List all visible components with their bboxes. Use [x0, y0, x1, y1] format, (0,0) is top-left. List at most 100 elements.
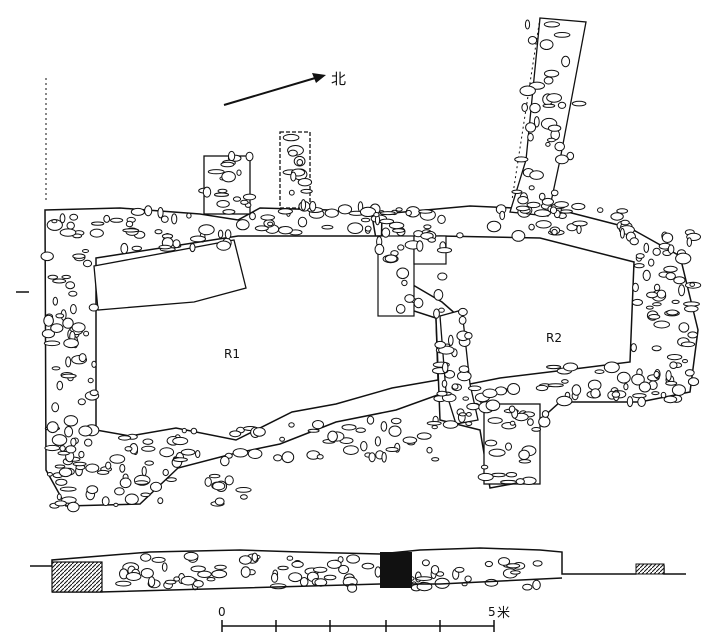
rubble-stone — [687, 331, 699, 339]
rubble-stone — [535, 220, 552, 229]
rubble-stone — [70, 437, 77, 447]
rubble-stone — [64, 426, 74, 438]
rubble-stone — [506, 563, 521, 569]
rubble-stone — [413, 297, 424, 309]
rubble-stone — [55, 313, 65, 319]
rubble-stone — [212, 481, 226, 491]
rubble-stone — [77, 398, 86, 406]
rubble-stone — [278, 226, 293, 235]
rubble-stone — [487, 417, 503, 424]
rubble-stone — [368, 452, 376, 463]
rubble-stone — [141, 466, 147, 477]
rubble-stone — [521, 103, 529, 112]
rubble-stone — [88, 303, 99, 312]
rubble-stone — [232, 448, 249, 458]
rubble-stone — [546, 137, 556, 143]
rubble-stone — [240, 494, 248, 500]
rubble-stone — [326, 559, 342, 569]
rubble-stone — [482, 388, 498, 399]
rubble-stone — [216, 200, 230, 208]
rubble-stone — [533, 116, 540, 128]
rubble-stone — [220, 161, 235, 168]
rubble-stone — [529, 102, 541, 114]
rubble-stone — [684, 369, 695, 377]
rubble-stone — [661, 232, 674, 244]
rubble-stone — [40, 251, 54, 262]
rubble-stone — [611, 391, 621, 398]
rubble-stone — [544, 69, 560, 78]
rubble-stone — [571, 202, 586, 211]
rubble-stone — [247, 448, 263, 459]
rubble-stone — [392, 228, 406, 234]
rubble-stone — [59, 486, 77, 492]
rubble-stone — [571, 384, 582, 396]
rubble-stone — [532, 579, 541, 591]
rubble-stone — [158, 244, 172, 250]
rubble-stone — [546, 93, 562, 103]
rubble-stone — [343, 445, 359, 456]
rubble-stone — [675, 252, 692, 265]
rubble-stone — [553, 32, 571, 38]
elevation-hatched-cap — [635, 563, 665, 575]
rubble-stone — [374, 243, 385, 255]
rubble-stone — [190, 235, 206, 243]
rubble-stone — [206, 577, 216, 582]
rubble-stone — [518, 459, 532, 464]
rubble-stone — [253, 427, 266, 437]
rubble-stone — [172, 457, 188, 463]
rubble-stone — [286, 555, 294, 561]
rubble-stone — [78, 353, 87, 363]
rubble-stone — [594, 369, 605, 375]
rubble-stone — [113, 502, 119, 507]
north-label: 北 — [331, 70, 346, 88]
rubble-stone — [456, 232, 464, 239]
rubble-stone — [546, 364, 562, 370]
rubble-stone — [576, 224, 582, 235]
rubble-stone — [532, 560, 543, 567]
rubble-stone — [125, 572, 142, 581]
rubble-stone — [166, 477, 177, 483]
rubble-stone — [360, 441, 368, 452]
rubble-stone — [477, 472, 494, 482]
rubble-stone — [430, 565, 440, 575]
rubble-stone — [426, 446, 433, 454]
rubble-stone — [448, 334, 454, 346]
rubble-stone — [509, 420, 516, 426]
rubble-stone — [529, 170, 544, 180]
rubble-stone — [550, 189, 559, 197]
rubble-stone — [224, 475, 234, 486]
rubble-stone — [173, 576, 181, 582]
rubble-stone — [421, 559, 430, 567]
rubble-stone — [648, 314, 661, 320]
rubble-stone — [180, 448, 196, 456]
rubble-stone — [554, 201, 569, 208]
rubble-stone — [63, 338, 79, 349]
rubble-stone — [65, 281, 76, 290]
rubble-stone — [119, 463, 126, 473]
rubble-stone — [515, 478, 525, 485]
rubble-stone — [84, 438, 93, 447]
rubble-stone — [442, 420, 459, 429]
rubble-stone — [539, 39, 554, 50]
rubble-stone — [341, 424, 357, 431]
rubble-stone — [277, 208, 293, 215]
rubble-stone — [631, 298, 644, 306]
rubble-stone — [630, 343, 637, 353]
rubble-stone — [396, 267, 410, 280]
rubble-stone — [379, 218, 395, 225]
rubble-stone — [70, 304, 77, 315]
rubble-stone — [171, 213, 178, 225]
rubble-stone — [381, 227, 391, 238]
rubble-stone — [666, 309, 679, 316]
rubble-stone — [346, 554, 361, 564]
rubble-stone — [528, 185, 535, 191]
rubble-stone — [484, 560, 493, 568]
r1-platform — [93, 239, 247, 311]
rubble-stone — [686, 237, 692, 248]
rubble-stone — [466, 402, 480, 411]
rubble-stone — [217, 188, 228, 194]
rubble-stone — [43, 340, 61, 347]
rubble-stone — [464, 575, 472, 583]
rubble-stone — [687, 377, 700, 387]
